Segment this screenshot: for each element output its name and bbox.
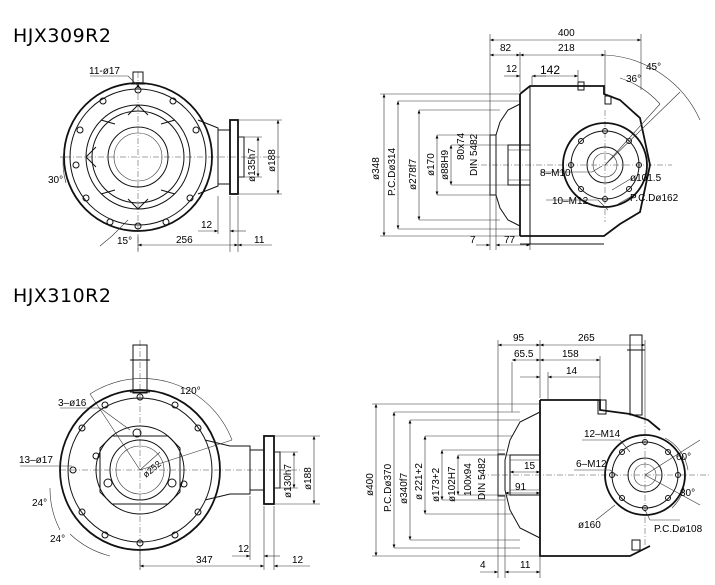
label-d188-310: ø188 — [303, 467, 314, 490]
label-d188-309: ø188 — [267, 149, 278, 172]
label-m14: 12–M14 — [584, 429, 621, 440]
label-36: 36° — [626, 74, 641, 85]
label-angle24b: 24° — [50, 534, 65, 545]
label-spline: 80x74 — [456, 132, 467, 160]
label-din-310: DIN 5482 — [477, 457, 488, 500]
label-d278: ø278f7 — [408, 158, 419, 190]
hjx310r2-side-view — [372, 334, 710, 578]
label-45: 45° — [646, 62, 661, 73]
label-angle30-309: 30° — [48, 175, 63, 186]
label-142: 142 — [540, 63, 560, 77]
label-holes-309: 11-ø17 — [89, 66, 120, 77]
label-95: 95 — [513, 333, 525, 344]
label-a60: 60° — [676, 452, 691, 463]
bolt-holes-310 — [69, 393, 202, 547]
label-218: 218 — [558, 43, 575, 54]
label-d88: ø88H9 — [440, 150, 451, 180]
label-d170: ø170 — [426, 153, 437, 176]
hjx309r2-side-view — [380, 34, 701, 250]
label-pcd108: P.C.Dø108 — [654, 524, 703, 535]
label-d160: ø160 — [578, 520, 601, 531]
label-11: 11 — [520, 560, 531, 571]
label-d101: ø101.5 — [630, 173, 662, 184]
label-holes-b-310: 13–ø17 — [19, 455, 53, 466]
label-158: 158 — [562, 349, 579, 360]
label-angle120: 120° — [180, 386, 201, 397]
label-length-309: 256 — [176, 235, 193, 246]
label-thick-310: 12 — [292, 555, 304, 566]
label-m10: 8–M10 — [540, 168, 571, 179]
hjx309r2-front-view — [60, 71, 282, 252]
label-d400: ø400 — [365, 473, 376, 496]
label-gap-309: 12 — [201, 220, 213, 231]
model-title-2: HJX310R2 — [13, 285, 112, 307]
label-angle15-309: 15° — [117, 236, 132, 247]
label-15: 15 — [524, 461, 536, 472]
label-m12-310: 6–M12 — [576, 459, 607, 470]
label-thick-309: 11 — [254, 235, 265, 246]
label-d221: ø 221+2 — [414, 463, 425, 500]
label-gap-310: 12 — [238, 544, 250, 555]
label-spline-310: 100x94 — [463, 463, 474, 496]
hjx310r2-front-view — [20, 340, 320, 570]
label-14: 14 — [566, 366, 578, 377]
label-holes-a-310: 3–ø16 — [58, 398, 87, 409]
label-d130: ø130h7 — [283, 464, 294, 498]
label-82: 82 — [500, 43, 512, 54]
label-7: 7 — [470, 235, 476, 246]
label-d173: ø173+2 — [431, 467, 442, 502]
label-d348: ø348 — [371, 157, 382, 180]
label-pcd314: P.C.Dø314 — [387, 147, 398, 196]
label-77: 77 — [504, 235, 516, 246]
label-a30: 30° — [680, 488, 695, 499]
label-265: 265 — [578, 333, 595, 344]
label-length-310: 347 — [196, 555, 213, 566]
label-d340: ø340f7 — [399, 472, 410, 504]
label-din: DIN 5482 — [469, 133, 480, 176]
label-pcd162: P.C.Dø162 — [630, 193, 679, 204]
label-655: 65.5 — [514, 349, 534, 360]
model-title-1: HJX309R2 — [13, 25, 112, 47]
label-d252: ø252 — [141, 459, 163, 480]
label-d135-309: ø135h7 — [247, 148, 258, 182]
label-angle24a: 24° — [32, 498, 47, 509]
label-91: 91 — [515, 482, 527, 493]
label-400: 400 — [558, 28, 575, 39]
label-pcd370: P.C.Dø370 — [383, 463, 394, 512]
label-m12: 10–M12 — [552, 196, 589, 207]
label-d102: ø102H7 — [447, 466, 458, 502]
label-4: 4 — [480, 560, 486, 571]
bolt-holes — [72, 86, 200, 230]
label-12: 12 — [506, 64, 518, 75]
